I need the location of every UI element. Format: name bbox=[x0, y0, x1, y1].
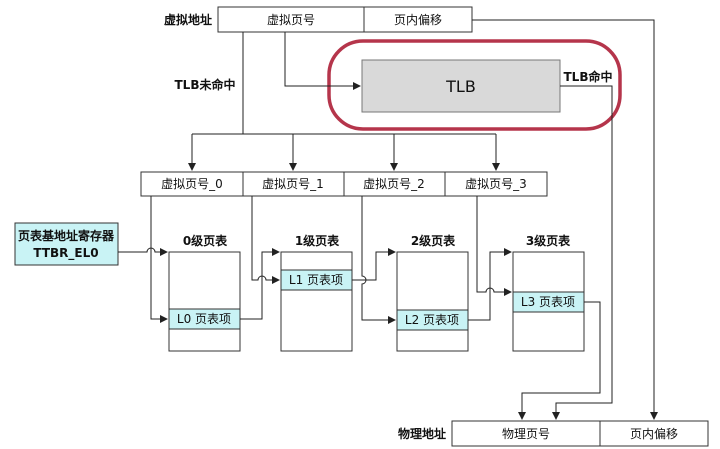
l0-entry-to-l1-table-arrow bbox=[240, 248, 280, 320]
vpn-part-0-text: 虚拟页号_0 bbox=[161, 177, 223, 191]
l1-entry-to-l2-table-arrow bbox=[352, 248, 396, 281]
virtual-page-offset-text: 页内偏移 bbox=[394, 12, 442, 27]
physical-page-number-field bbox=[451, 420, 601, 447]
ttbr-to-l0-arrow bbox=[118, 247, 168, 256]
page-table-2-title: 2级页表 bbox=[411, 233, 456, 248]
vpn2-to-l2-entry-arrow bbox=[361, 196, 396, 324]
page-table-1-title: 1级页表 bbox=[295, 233, 340, 248]
vpn0-to-l0-entry-arrow bbox=[150, 196, 168, 323]
vpn-part-2 bbox=[343, 171, 446, 197]
tlb-hit-to-ppn-arrow bbox=[552, 85, 613, 420]
vpn-part-1-text: 虚拟页号_1 bbox=[262, 177, 324, 191]
tlb-hit-label: TLB命中 bbox=[564, 69, 613, 84]
virtual-address-label: 虚拟地址 bbox=[164, 12, 212, 27]
tlb-label: TLB bbox=[445, 77, 476, 96]
physical-page-offset-field bbox=[599, 420, 709, 447]
vpn-part-2-text: 虚拟页号_2 bbox=[363, 177, 425, 191]
vpn-split-register: 虚拟页号_0 虚拟页号_1 虚拟页号_2 虚拟页号_3 bbox=[140, 171, 548, 197]
virtual-page-offset-field bbox=[363, 6, 473, 33]
vpn-to-tlb-arrow bbox=[284, 32, 361, 90]
virtual-address-register: 虚拟页号 页内偏移 bbox=[217, 6, 473, 33]
connectors bbox=[118, 19, 658, 420]
page-table-0-title: 0级页表 bbox=[183, 233, 228, 248]
offset-passthrough-arrow bbox=[472, 19, 658, 420]
page-table-1 bbox=[280, 251, 353, 352]
page-table-2 bbox=[396, 251, 469, 352]
ttbr-line1: 页表基地址寄存器 bbox=[18, 228, 115, 243]
vpn-part-1 bbox=[242, 171, 345, 197]
page-table-3-title: 3级页表 bbox=[526, 233, 571, 248]
tlb-highlight-ring bbox=[327, 39, 622, 131]
vpn-part-0 bbox=[140, 171, 244, 197]
physical-page-number-text: 物理页号 bbox=[502, 427, 550, 441]
vpn3-to-l3-entry-arrow bbox=[476, 196, 512, 296]
physical-address-label: 物理地址 bbox=[398, 426, 446, 441]
ttbr-register bbox=[14, 222, 119, 266]
page-table-0 bbox=[168, 251, 241, 352]
vpn-part-3 bbox=[444, 171, 548, 197]
page-table-0-entry-text: L0 页表项 bbox=[177, 312, 231, 326]
page-table-2-entry-text: L2 页表项 bbox=[405, 313, 459, 327]
tlb-miss-label: TLB未命中 bbox=[175, 77, 236, 92]
vpn1-to-l1-entry-arrow bbox=[251, 196, 280, 284]
virtual-page-number-field bbox=[217, 6, 365, 33]
page-table-1-entry-text: L1 页表项 bbox=[289, 273, 343, 287]
vpn-part-3-text: 虚拟页号_3 bbox=[465, 177, 527, 191]
page-table-3-entry-text: L3 页表项 bbox=[521, 295, 575, 309]
virtual-page-number-text: 虚拟页号 bbox=[267, 13, 315, 27]
physical-address-register: 物理页号 页内偏移 bbox=[451, 420, 709, 447]
ttbr-line2: TTBR_EL0 bbox=[33, 246, 98, 261]
l3-entry-to-ppn-arrow bbox=[518, 301, 601, 420]
l2-entry-to-l3-table-arrow bbox=[468, 248, 512, 321]
physical-page-offset-text: 页内偏移 bbox=[630, 426, 678, 441]
